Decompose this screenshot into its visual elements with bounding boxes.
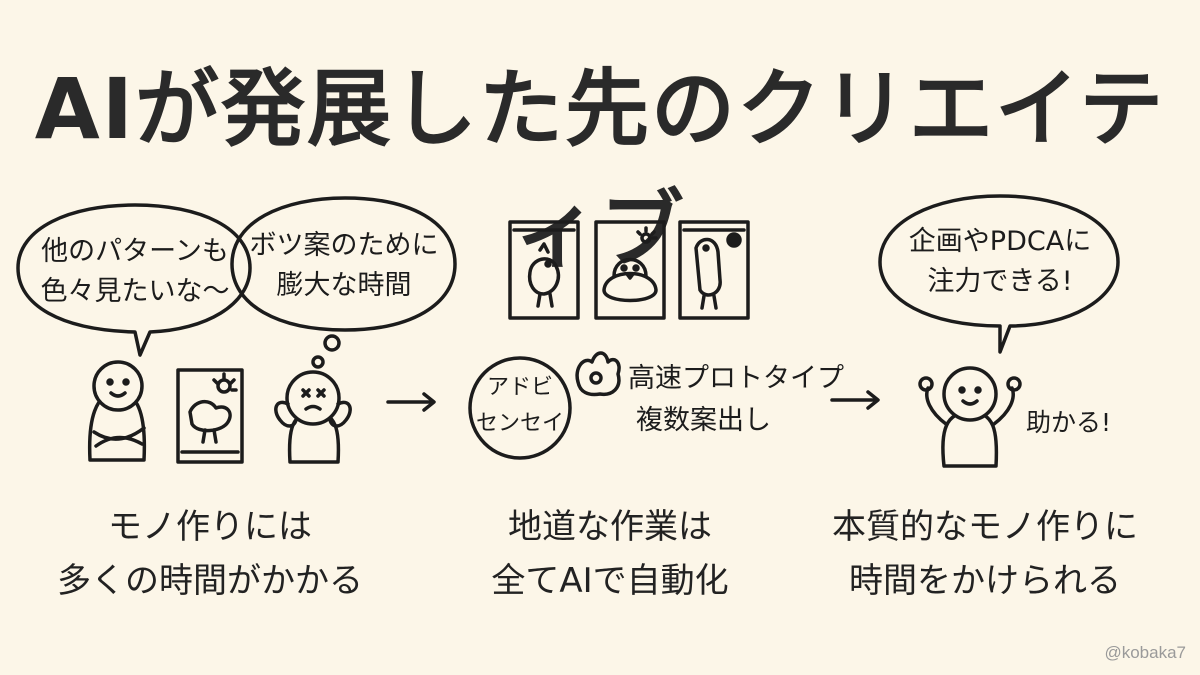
bubble-line: 色々見たいな〜	[40, 276, 230, 307]
person-arms-crossed-icon	[87, 360, 147, 462]
thought-dot-1	[323, 334, 341, 352]
bubble-line: 注力できる!	[927, 266, 1073, 297]
note-line: 高速プロトタイプ	[628, 363, 844, 394]
page-title: AIが発展した先のクリエイティブ	[34, 60, 1166, 279]
ok-hand-icon	[575, 351, 621, 397]
bubble-text-left-2: ボツ案のために 膨大な時間	[244, 226, 444, 306]
caption-line: 時間をかけられる	[849, 561, 1121, 601]
caption-right: 本質的なモノ作りに 時間をかけられる	[790, 500, 1180, 608]
caption-line: 全てAIで自動化	[491, 561, 729, 601]
circle-line: アドビ	[486, 375, 553, 400]
adobe-sensei-circle	[468, 356, 572, 460]
caption-left: モノ作りには 多くの時間がかかる	[20, 500, 400, 608]
caption-line: 本質的なモノ作りに	[832, 507, 1138, 547]
bubble-line: ボツ案のために	[249, 230, 439, 261]
author-credit: @kobaka7	[1104, 643, 1186, 662]
bird-drawing-frame-left	[176, 368, 244, 464]
bird-drawing-frame-1	[508, 220, 580, 320]
speech-bubble-left-2	[230, 196, 457, 332]
bubble-line: 他のパターンも	[41, 236, 229, 267]
caption-line: 地道な作業は	[508, 507, 712, 547]
speech-bubble-right	[878, 194, 1120, 354]
circle-line: センセイ	[476, 411, 565, 436]
thought-dot-2	[311, 355, 325, 369]
bubble-text-left-1: 他のパターンも 色々見たいな〜	[30, 232, 240, 312]
bubble-line: 膨大な時間	[276, 270, 412, 301]
bird-drawing-frame-2	[594, 220, 666, 320]
arrow-right-icon-1	[386, 392, 436, 412]
caption-middle: 地道な作業は 全てAIで自動化	[430, 500, 790, 608]
person-happy-icon	[918, 366, 1022, 468]
speech-bubble-left-1	[16, 203, 252, 357]
bird-drawing-frame-3	[678, 220, 750, 320]
note-line: 複数案出し	[636, 405, 771, 436]
caption-line: モノ作りには	[108, 507, 312, 547]
arrow-right-icon-2	[830, 390, 880, 410]
person-stressed-icon	[274, 370, 352, 464]
bubble-line: 企画やPDCAに	[908, 226, 1092, 257]
caption-line: 多くの時間がかかる	[57, 561, 363, 601]
bubble-text-right: 企画やPDCAに 注力できる!	[890, 222, 1110, 302]
relief-exclaim: 助かる!	[1026, 408, 1112, 437]
middle-note: 高速プロトタイプ 複数案出し	[628, 358, 844, 442]
adobe-sensei-label: アドビ センセイ	[476, 370, 564, 442]
